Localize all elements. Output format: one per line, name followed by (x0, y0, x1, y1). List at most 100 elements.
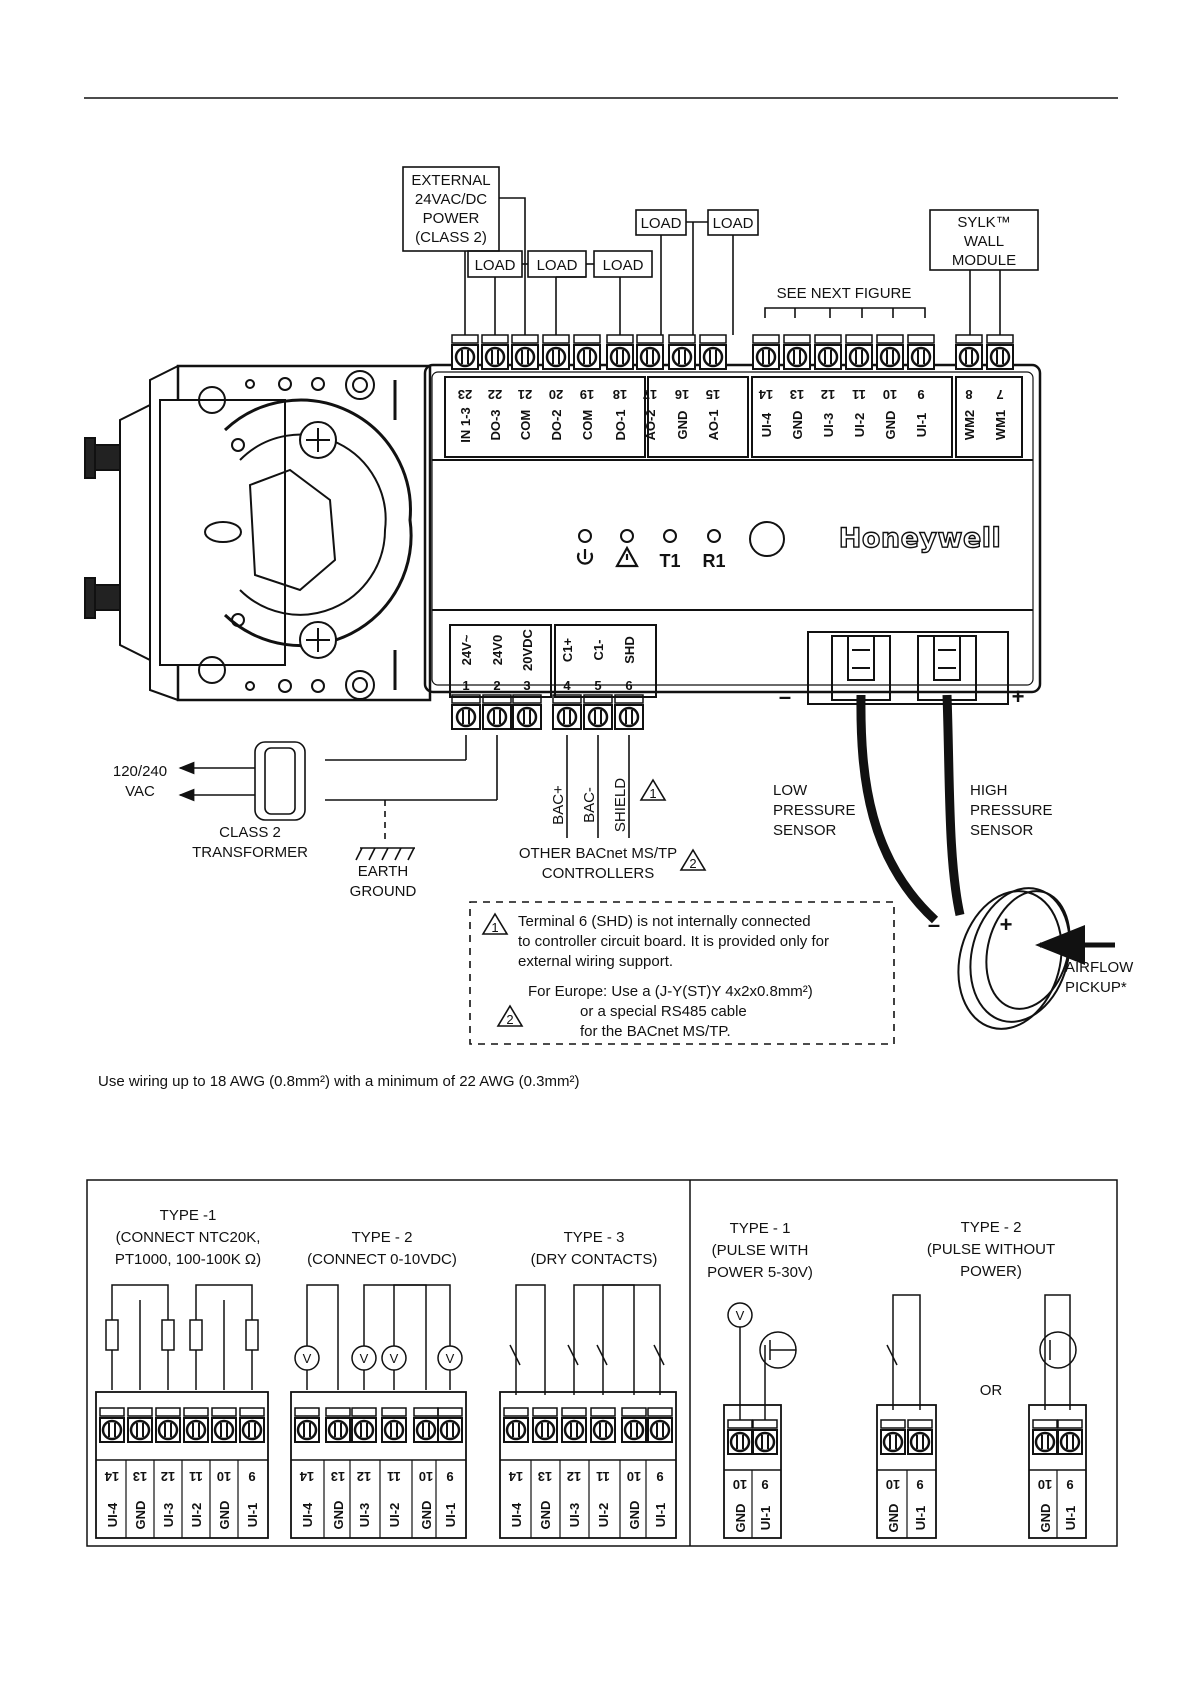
alarm-icon (615, 545, 639, 568)
type-terminal-name-14: UI-3 (567, 1503, 582, 1528)
power-label-1: EXTERNAL (411, 172, 490, 189)
type1-title-3: PT1000, 100-100K Ω) (115, 1251, 261, 1268)
low-sensor-1: LOW (773, 782, 808, 799)
top-terminal-11 (814, 334, 842, 370)
pulse-terminal-num-1: 9 (761, 1477, 768, 1492)
low-sensor-2: PRESSURE (773, 802, 856, 819)
load-do1: LOAD (603, 257, 644, 274)
type-terminal-num-7: 13 (331, 1469, 345, 1484)
top-terminal-3 (542, 334, 570, 370)
load-ao1: LOAD (713, 215, 754, 232)
v-meter-3: V (390, 1351, 399, 1366)
type-terminal-name-6: UI-4 (300, 1502, 315, 1527)
bac-plus-label: BAC+ (550, 785, 567, 825)
note2-line-3: for the BACnet MS/TP. (580, 1023, 731, 1040)
type-terminal-name-9: UI-2 (387, 1503, 402, 1528)
type-terminal-num-17: 9 (656, 1469, 663, 1484)
type-terminal-num-15: 11 (596, 1469, 610, 1484)
wiring-note: Use wiring up to 18 AWG (0.8mm²) with a … (98, 1073, 580, 1090)
top-terminal-boxes (444, 376, 1023, 458)
top-terminal-7 (668, 334, 696, 370)
actuator (84, 364, 432, 702)
top-terminal-num-4: 19 (580, 387, 594, 402)
bottom-terminal-num-0: 1 (462, 678, 469, 693)
vac-label-1: 120/240 (113, 763, 167, 780)
bottom-terminal-0 (451, 694, 481, 730)
type-2-terminal-3 (590, 1407, 616, 1443)
airflow-pickup (957, 887, 1115, 1030)
type-terminal-name-16: GND (627, 1501, 642, 1530)
type-terminal-num-5: 9 (248, 1469, 255, 1484)
type-terminal-num-13: 13 (538, 1469, 552, 1484)
pulse1-title-3: POWER 5-30V) (707, 1264, 813, 1281)
pulse2-circuit (886, 1294, 1077, 1410)
pulse-2-terminal-1 (1057, 1419, 1083, 1455)
load-ao2: LOAD (641, 215, 682, 232)
pulse-1-terminal-1 (907, 1419, 933, 1455)
shield-label: SHIELD (612, 778, 629, 832)
low-pressure-tube (856, 694, 939, 924)
pulse2-title-3: POWER) (960, 1263, 1022, 1280)
type-0-terminal-4 (211, 1407, 237, 1443)
bottom-terminal-num-3: 4 (563, 678, 571, 693)
type-terminal-num-2: 12 (161, 1469, 175, 1484)
v-meter-1: V (303, 1351, 312, 1366)
top-terminal-6 (636, 334, 664, 370)
pulse-terminal-num-5: 9 (1066, 1477, 1073, 1492)
top-terminal-5 (606, 334, 634, 370)
pulse1-title-2: (PULSE WITH (712, 1242, 809, 1259)
type-1-terminal-3 (381, 1407, 407, 1443)
bottom-terminal-1 (482, 694, 512, 730)
pulse2-title-2: (PULSE WITHOUT (927, 1241, 1055, 1258)
led-t1-label: T1 (659, 551, 680, 571)
pulse-0-terminal-0 (727, 1419, 753, 1455)
pulse-terminal-name-1: UI-1 (758, 1506, 773, 1531)
bottom-terminal-4 (583, 694, 613, 730)
bottom-wiring (178, 735, 895, 1045)
status-leds (578, 521, 785, 557)
top-terminal-name-6: AO-2 (643, 409, 658, 440)
type-terminal-num-0: 14 (104, 1469, 119, 1484)
port-plus: + (1012, 684, 1025, 709)
top-terminal-0 (451, 334, 479, 370)
bottom-terminal-boxes (449, 624, 657, 698)
top-terminal-15 (955, 334, 983, 370)
airflow-label-2: PICKUP* (1065, 979, 1127, 996)
bottom-terminal-name-2: 20VDC (520, 628, 535, 671)
type3-title-2: (DRY CONTACTS) (531, 1251, 658, 1268)
type-terminal-labels: 14UI-413GND12UI-311UI-210GND9UI-114UI-41… (104, 1469, 1078, 1532)
note1-line-3: external wiring support. (518, 953, 673, 970)
pulse-terminal-name-4: GND (1038, 1504, 1053, 1533)
load-do2: LOAD (537, 257, 578, 274)
vac-label-2: VAC (125, 783, 155, 800)
note1-mark-a: 1 (649, 786, 656, 801)
top-terminal-num-16: 7 (996, 387, 1003, 402)
high-sensor-2: PRESSURE (970, 802, 1053, 819)
low-sensor-3: SENSOR (773, 822, 837, 839)
type-0-terminal-3 (183, 1407, 209, 1443)
type-terminal-name-7: GND (331, 1501, 346, 1530)
top-terminal-num-2: 21 (518, 387, 532, 402)
top-terminal-name-0: IN 1-3 (458, 407, 473, 442)
v-meter-2: V (360, 1351, 369, 1366)
other-bacnet-2: CONTROLLERS (542, 865, 655, 882)
top-terminal-name-5: DO-1 (613, 409, 628, 440)
type-0-terminal-2 (155, 1407, 181, 1443)
type-terminal-name-2: UI-3 (161, 1503, 176, 1528)
led-r1-label: R1 (702, 551, 725, 571)
type-1-terminal-5 (437, 1407, 463, 1443)
top-terminal-num-11: 12 (821, 387, 835, 402)
brand-logo: Honeywell (839, 523, 1002, 554)
top-terminal-8 (699, 334, 727, 370)
type3-circuit (509, 1284, 665, 1395)
top-terminal-name-3: DO-2 (549, 409, 564, 440)
pulse-terminal-num-4: 10 (1038, 1477, 1052, 1492)
bottom-terminal-num-4: 5 (594, 678, 601, 693)
type-terminal-name-1: GND (133, 1501, 148, 1530)
earth-label-1: EARTH (358, 863, 409, 880)
type-terminal-name-11: UI-1 (443, 1503, 458, 1528)
pulse-terminal-name-0: GND (733, 1504, 748, 1533)
type-1-terminal-0 (294, 1407, 320, 1443)
bottom-terminal-2 (512, 694, 542, 730)
